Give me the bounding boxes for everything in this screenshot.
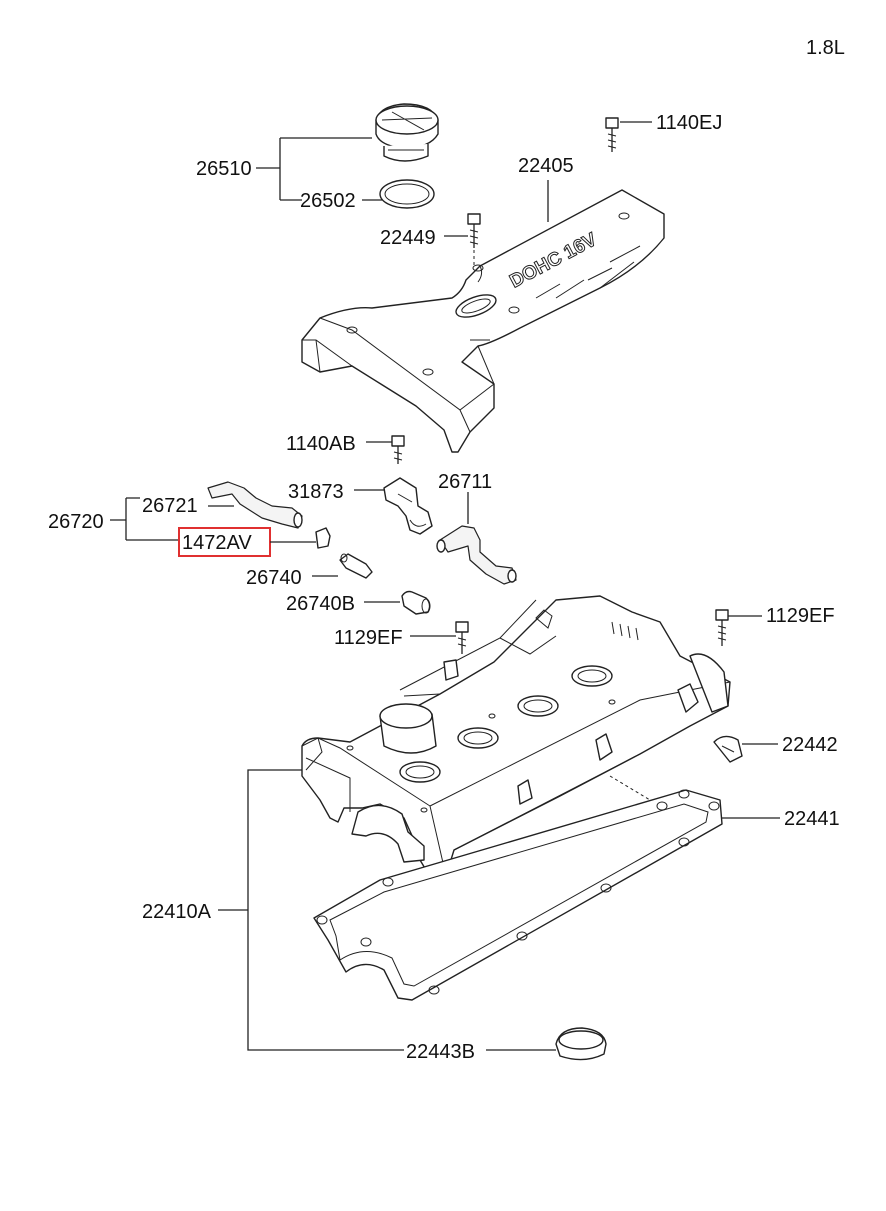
- bolt-1140ej: [605, 117, 619, 152]
- label-26502: 26502: [300, 190, 356, 212]
- bracket-31873: [383, 477, 433, 535]
- label-22443b: 22443B: [406, 1041, 475, 1063]
- label-22442: 22442: [782, 734, 838, 756]
- pcv-valve-26740: [339, 553, 373, 579]
- label-1140ab: 1140AB: [286, 433, 356, 455]
- label-22449: 22449: [380, 227, 436, 249]
- bolt-1129ef-left: [455, 621, 469, 654]
- seal-22442: [713, 735, 743, 763]
- label-26720: 26720: [48, 511, 104, 533]
- label-26711: 26711: [438, 471, 492, 493]
- engine-cover: DOHC 16V: [301, 189, 665, 453]
- label-22441: 22441: [784, 808, 840, 830]
- grommet-26740b: [401, 590, 431, 615]
- o-ring: [379, 179, 435, 209]
- logo-icon: [455, 294, 497, 318]
- hose-26721: [207, 481, 303, 529]
- label-1472av[interactable]: 1472AV: [182, 532, 252, 554]
- label-26721: 26721: [142, 495, 198, 517]
- plug-seal-22443b: [555, 1027, 607, 1061]
- label-22410a: 22410A: [142, 901, 212, 923]
- cylinder-head-cover: [301, 595, 731, 877]
- label-1129ef-right: 1129EF: [766, 605, 835, 627]
- label-22405: 22405: [518, 155, 574, 177]
- oil-filler-cap: [375, 103, 439, 162]
- bolt-1140ab: [391, 435, 405, 464]
- label-1129ef-left: 1129EF: [334, 627, 403, 649]
- label-26510: 26510: [196, 158, 252, 180]
- label-26740b: 26740B: [286, 593, 355, 615]
- engine-size-label: 1.8L: [806, 37, 845, 59]
- hose-26711: [436, 525, 517, 585]
- clip-1472av: [315, 527, 331, 549]
- bolt-1129ef-right: [715, 609, 729, 646]
- label-31873: 31873: [288, 481, 344, 503]
- label-26740: 26740: [246, 567, 302, 589]
- label-1140ej: 1140EJ: [656, 112, 722, 134]
- gasket: [313, 789, 723, 1001]
- bolt-22449: [467, 213, 481, 248]
